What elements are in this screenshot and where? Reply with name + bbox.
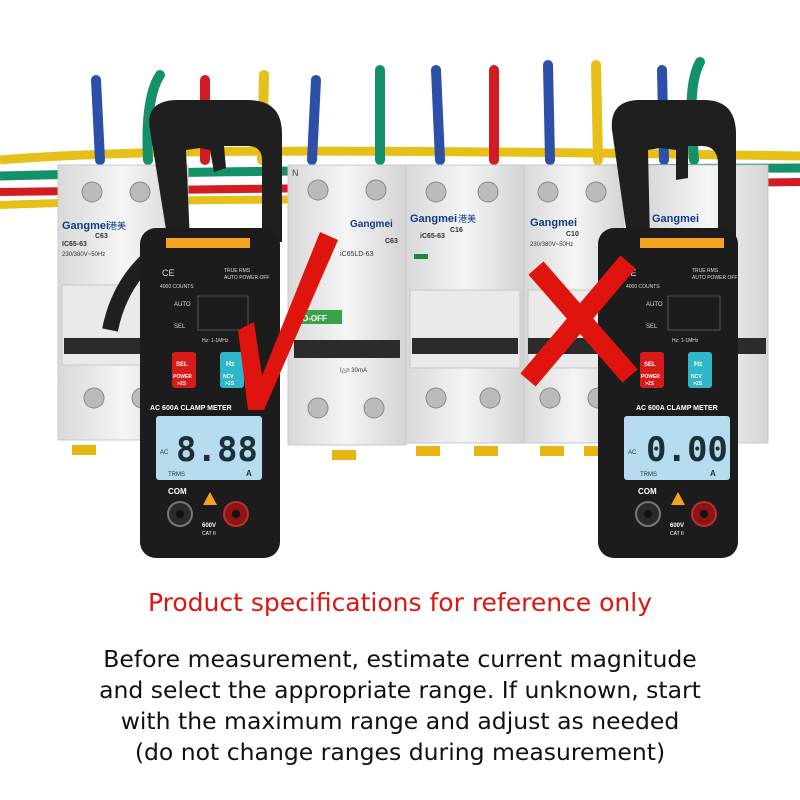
svg-text:Gangmei: Gangmei [410,213,457,225]
svg-text:230/380V~50Hz: 230/380V~50Hz [62,252,105,258]
brand-label: Gangmei [62,220,109,232]
svg-text:AUTO: AUTO [646,302,663,308]
svg-text:230/380V~50Hz: 230/380V~50Hz [530,242,573,248]
svg-text:iC65LD-63: iC65LD-63 [340,251,374,258]
svg-text:Gangmei: Gangmei [530,217,577,229]
svg-text:A: A [710,469,716,478]
meter-2-accent-bar [640,238,724,248]
svg-text:SEL: SEL [644,362,656,368]
cross-mark-icon [520,255,638,387]
svg-text:C63: C63 [95,233,108,240]
svg-text:I△n 30mA: I△n 30mA [340,368,367,374]
svg-text:TRUE RMS: TRUE RMS [224,268,251,274]
svg-text:Hz: 1-1MHz: Hz: 1-1MHz [202,338,229,344]
ce-mark: CE [162,268,175,278]
svg-text:Hz: Hz [694,361,703,368]
svg-text:COM: COM [638,487,657,496]
measurement-instructions: Before measurement, estimate current mag… [40,644,760,768]
svg-text:POWER: POWER [173,374,192,380]
breaker-3: Gangmei 港美 iC65-63 C16 [405,164,525,456]
svg-text:600V: 600V [670,523,684,529]
svg-text:>2S: >2S [177,381,187,387]
svg-text:4000 COUNTS: 4000 COUNTS [160,284,194,290]
meter-2-model-label: AC 600A CLAMP METER [636,405,718,412]
svg-text:AUTO POWER OFF: AUTO POWER OFF [692,275,737,281]
instruction-line: and select the appropriate range. If unk… [99,676,701,704]
svg-text:TRMS: TRMS [168,472,185,478]
svg-text:4000 COUNTS: 4000 COUNTS [626,284,660,290]
svg-text:N: N [292,168,299,178]
meter-1-sel-power-button[interactable]: SEL POWER >2S [172,352,196,388]
svg-text:IC65-63: IC65-63 [62,241,87,248]
svg-text:AC: AC [628,450,637,456]
svg-text:AC: AC [160,450,169,456]
svg-text:SEL: SEL [176,362,188,368]
svg-text:C63: C63 [385,238,398,245]
svg-text:600V: 600V [202,523,216,529]
svg-text:TRMS: TRMS [640,472,657,478]
instruction-line: (do not change ranges during measurement… [134,738,666,766]
meter-2-reading: 0.00 [646,430,728,470]
svg-text:NCV: NCV [691,374,702,380]
meter-1-accent-bar [166,238,250,248]
svg-text:SEL: SEL [646,324,658,330]
clamp-meter-scene: Gangmei 港美 IC65-63 C63 230/380V~50Hz N G… [0,57,800,558]
svg-text:港美: 港美 [108,220,126,231]
svg-text:A: A [246,469,252,478]
svg-text:>2S: >2S [645,381,655,387]
svg-text:NCV: NCV [223,374,234,380]
svg-text:AUTO: AUTO [174,302,191,308]
meter-1-reading: 8.88 [176,430,258,470]
meter-1-hz-ncv-button[interactable]: Hz NCV >2S [220,352,244,388]
svg-text:TRUE RMS: TRUE RMS [692,268,719,274]
svg-text:Gangmei: Gangmei [652,213,699,225]
disclaimer-note: Product specifications for reference onl… [147,588,653,617]
svg-text:>2S: >2S [693,381,703,387]
svg-text:POWER: POWER [641,374,660,380]
svg-text:C10: C10 [566,231,579,238]
svg-text:COM: COM [168,487,187,496]
check-mark-icon [238,232,338,410]
instruction-line: with the maximum range and adjust as nee… [120,707,680,735]
svg-text:O-OFF: O-OFF [302,314,327,323]
svg-text:CAT II: CAT II [670,531,684,537]
clamp-meter-correct: CE TRUE RMS AUTO POWER OFF 4000 COUNTS A… [102,100,282,558]
svg-text:CAT II: CAT II [202,531,216,537]
meter-1-lcd [156,416,262,480]
svg-text:Gangmei: Gangmei [350,219,393,230]
meter-2-range-dial[interactable]: AUTO SEL [646,295,721,331]
svg-text:Hz: 1-1MHz: Hz: 1-1MHz [672,338,699,344]
instruction-line: Before measurement, estimate current mag… [103,645,697,673]
meter-2-sel-power-button[interactable]: SEL POWER >2S [640,352,664,388]
svg-text:AUTO POWER OFF: AUTO POWER OFF [224,275,269,281]
svg-text:Hz: Hz [226,361,235,368]
meter-1-model-label: AC 600A CLAMP METER [150,405,232,412]
clamp-meter-wrong: CE TRUE RMS AUTO POWER OFF 4000 COUNTS A… [598,100,738,558]
meter-2-hz-ncv-button[interactable]: Hz NCV >2S [688,352,712,388]
meter-1-range-dial[interactable]: AUTO SEL [174,295,249,331]
svg-text:SEL: SEL [174,324,186,330]
top-wires [91,57,705,165]
meter-2-lcd [624,416,730,480]
svg-text:>2S: >2S [225,381,235,387]
svg-text:C16: C16 [450,227,463,234]
svg-text:港美: 港美 [458,213,476,224]
svg-text:iC65-63: iC65-63 [420,233,445,240]
